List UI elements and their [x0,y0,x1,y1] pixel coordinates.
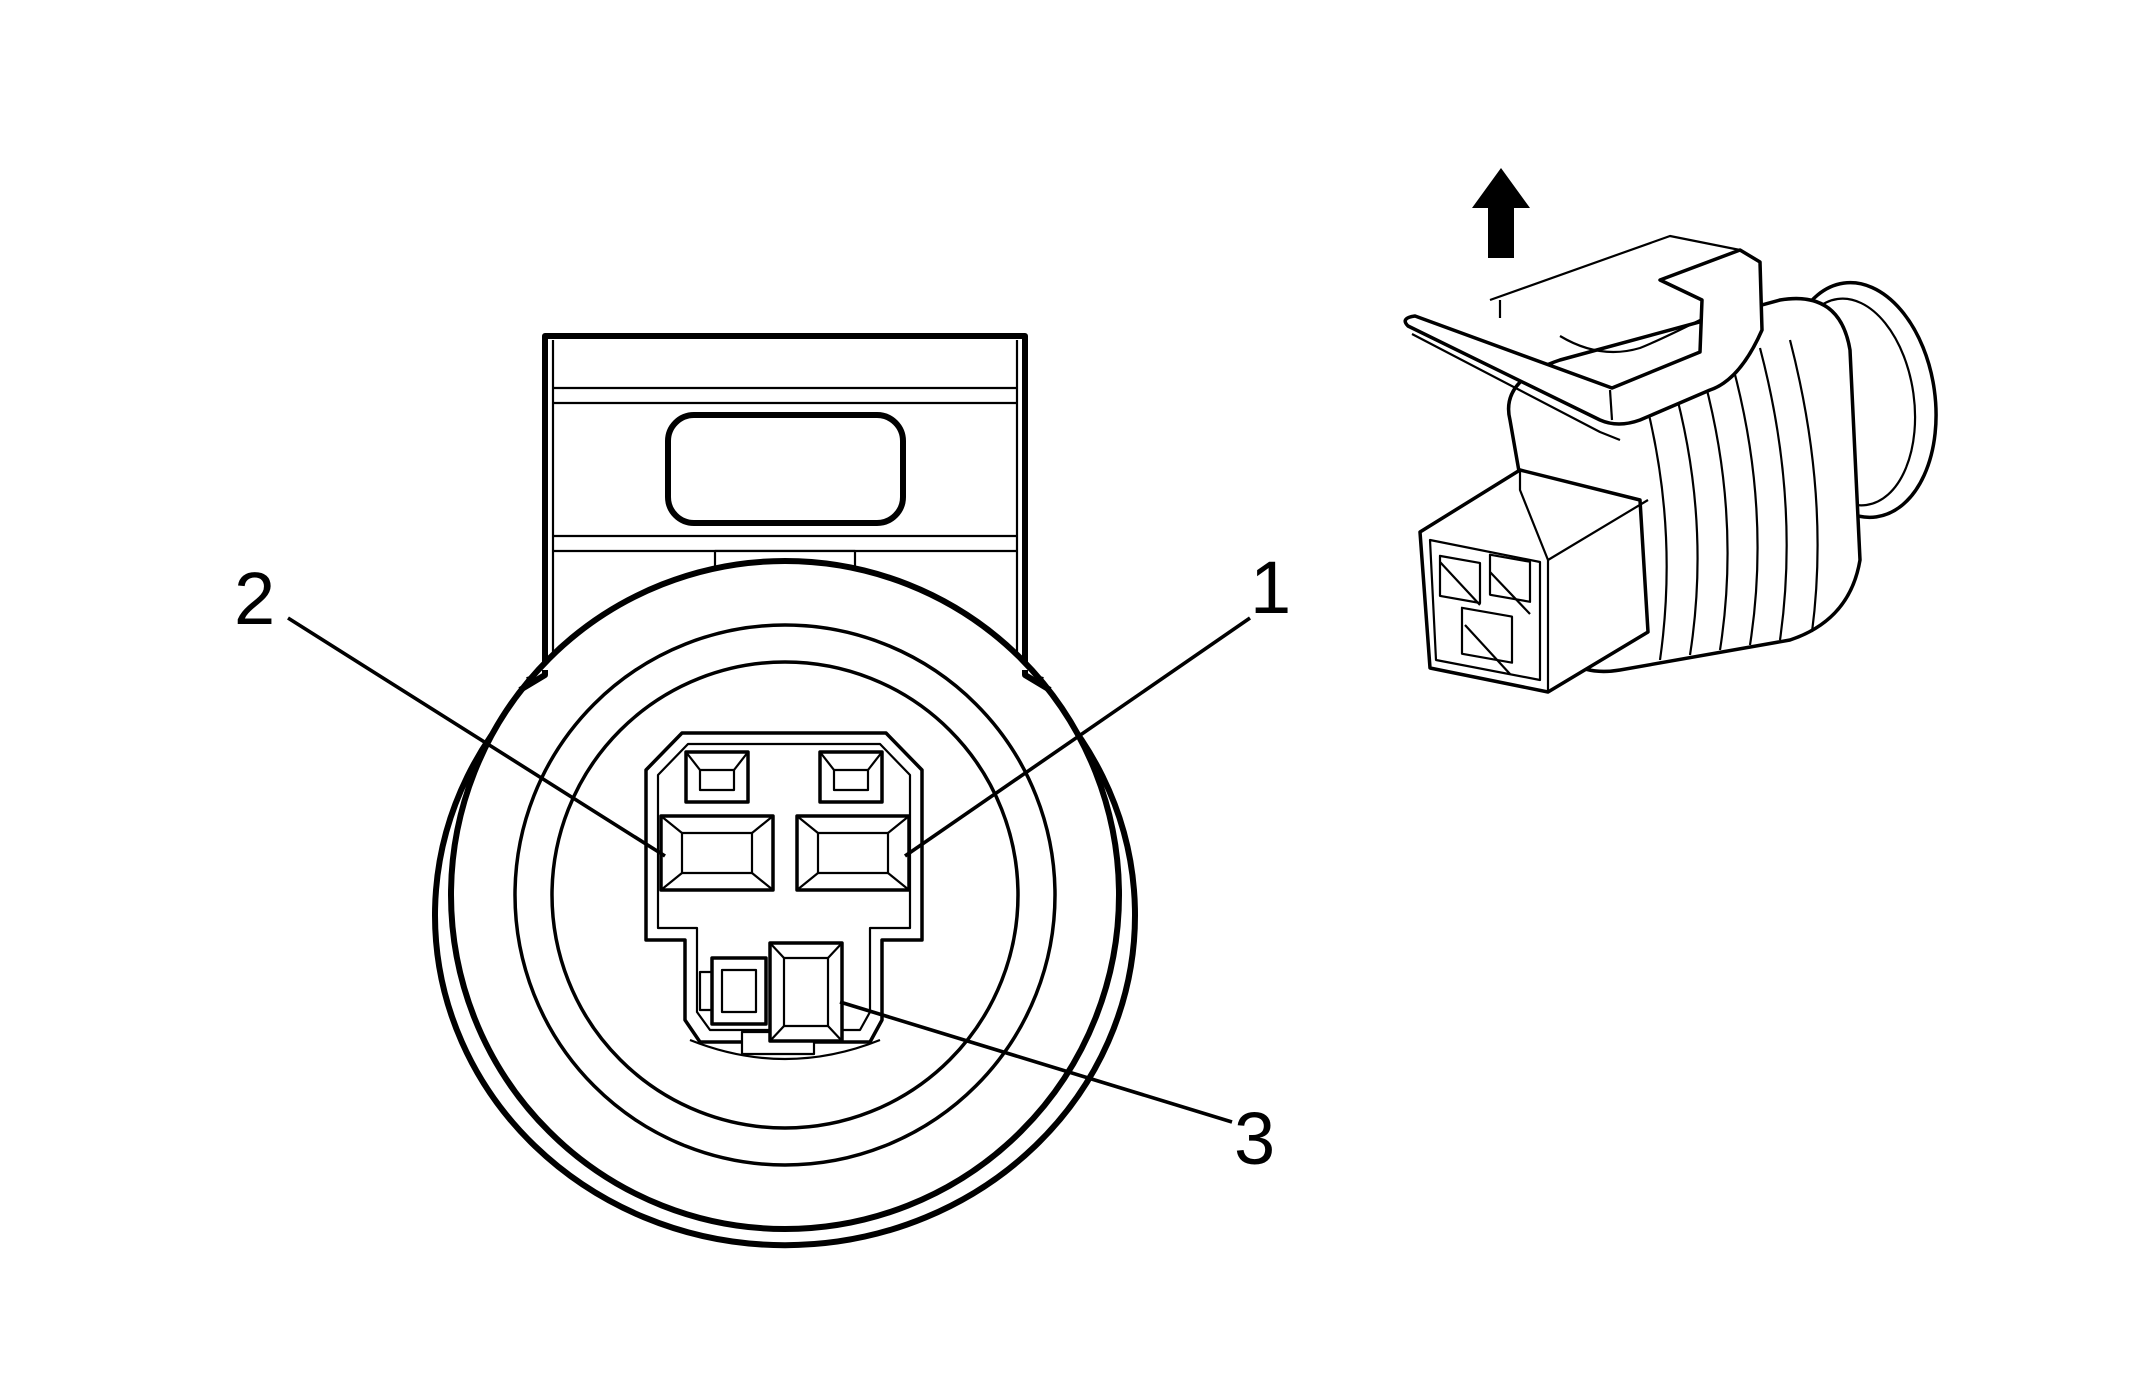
pin-label-1: 1 [1250,546,1291,629]
pin-label-3: 3 [1234,1097,1275,1180]
terminal-cavity-1 [795,750,911,892]
pin-label-2: 2 [234,557,275,640]
connector-face-view: 1 2 3 [234,333,1291,1249]
pin-leader-lines [287,616,1252,1124]
leader-line-2 [287,616,666,858]
leader-line-1 [903,616,1252,858]
lock-button [665,412,906,526]
terminal-cavity-3 [698,941,844,1043]
terminal-cavity-2 [659,750,775,892]
connector-3d-icon [1403,234,1938,694]
leader-line-3 [839,1000,1233,1124]
arrow-up-icon [1472,168,1530,258]
